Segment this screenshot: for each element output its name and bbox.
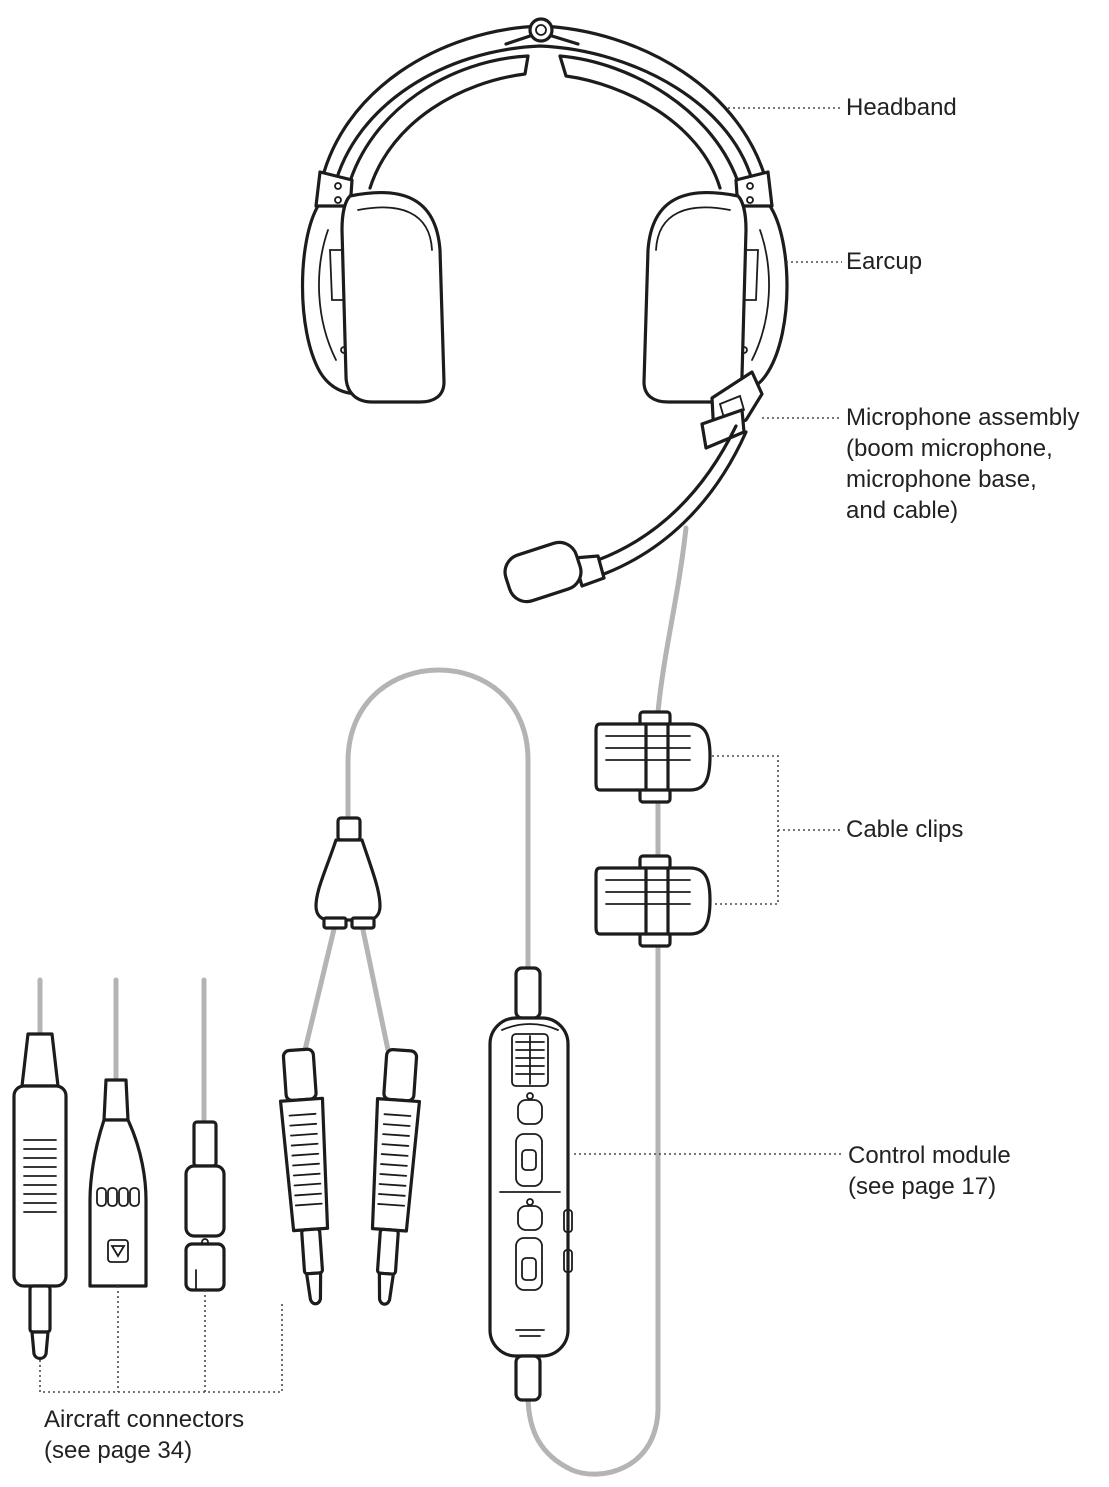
headset-icon — [300, 17, 789, 404]
label-line: Aircraft connectors — [44, 1406, 245, 1433]
y-splitter-icon — [314, 816, 382, 930]
label-cable-clips: Cable clips — [846, 816, 964, 843]
label-headband: Headband — [846, 94, 957, 121]
aircraft-connectors-icon — [12, 1032, 226, 1361]
leader-lines — [39, 107, 842, 1393]
headset-cable — [525, 525, 689, 1477]
label-line: and cable) — [846, 497, 959, 524]
cable-clip-icon — [594, 710, 712, 948]
loop-cable — [345, 667, 531, 975]
boom-microphone-icon — [503, 370, 764, 604]
label-line: Microphone assembly — [846, 404, 1080, 431]
control-module-icon — [488, 966, 573, 1402]
label-line: Control module — [848, 1142, 1011, 1169]
label-line: (boom microphone, — [846, 435, 1053, 462]
label-aircraft-connectors: Aircraft connectors (see page 34) — [44, 1404, 244, 1466]
xlr-connector-icon — [88, 1078, 148, 1288]
label-line: (see page 17) — [848, 1173, 997, 1200]
cables — [37, 525, 689, 1477]
label-control-module: Control module (see page 17) — [848, 1140, 1011, 1202]
label-microphone-assembly: Microphone assembly (boom microphone, mi… — [846, 402, 1079, 526]
label-line: microphone base, — [846, 466, 1037, 493]
label-earcup: Earcup — [846, 248, 923, 275]
plug-connector-icon — [278, 1047, 422, 1306]
label-line: (see page 34) — [44, 1437, 193, 1464]
lemo-connector-icon — [184, 1120, 226, 1292]
single-plug-connector-icon — [12, 1032, 68, 1361]
